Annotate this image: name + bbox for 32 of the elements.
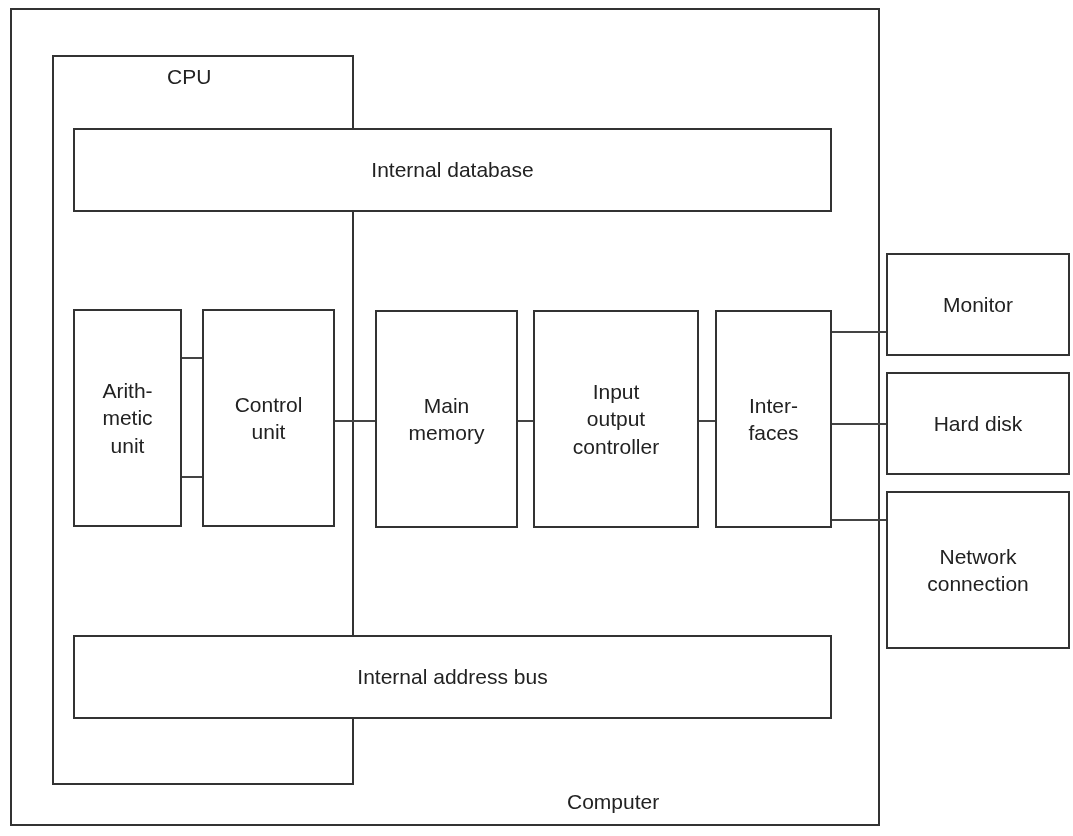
bus-bar [73, 128, 832, 212]
cpu-frame [52, 55, 354, 785]
computer-frame [10, 8, 880, 826]
component-box [886, 491, 1070, 649]
component-box [886, 253, 1070, 356]
connector-line [517, 420, 534, 422]
connector-line [698, 420, 716, 422]
component-box [715, 310, 832, 528]
box-label: Inter- faces [747, 392, 800, 446]
box-label: Network connection [926, 543, 1030, 597]
frame-label: CPU [167, 65, 212, 89]
component-box [73, 309, 182, 527]
connector-line [181, 476, 203, 478]
connector-line [334, 420, 376, 422]
connector-line [831, 519, 887, 521]
connector-line [831, 423, 887, 425]
component-box [886, 372, 1070, 475]
bus-bar [73, 635, 832, 719]
box-label: Internal address bus [357, 664, 548, 691]
box-label: Arith- metic unit [101, 378, 154, 459]
component-box [202, 309, 335, 527]
box-label: Monitor [943, 291, 1013, 318]
box-label: Internal database [371, 157, 534, 184]
frame-label: Computer [567, 790, 660, 814]
box-label: Input output controller [571, 379, 661, 460]
box-label: Hard disk [933, 410, 1023, 437]
connector-line [831, 331, 887, 333]
component-box [533, 310, 699, 528]
component-box [375, 310, 518, 528]
connector-line [181, 357, 203, 359]
box-label: Main memory [407, 392, 486, 446]
box-label: Control unit [233, 391, 304, 445]
